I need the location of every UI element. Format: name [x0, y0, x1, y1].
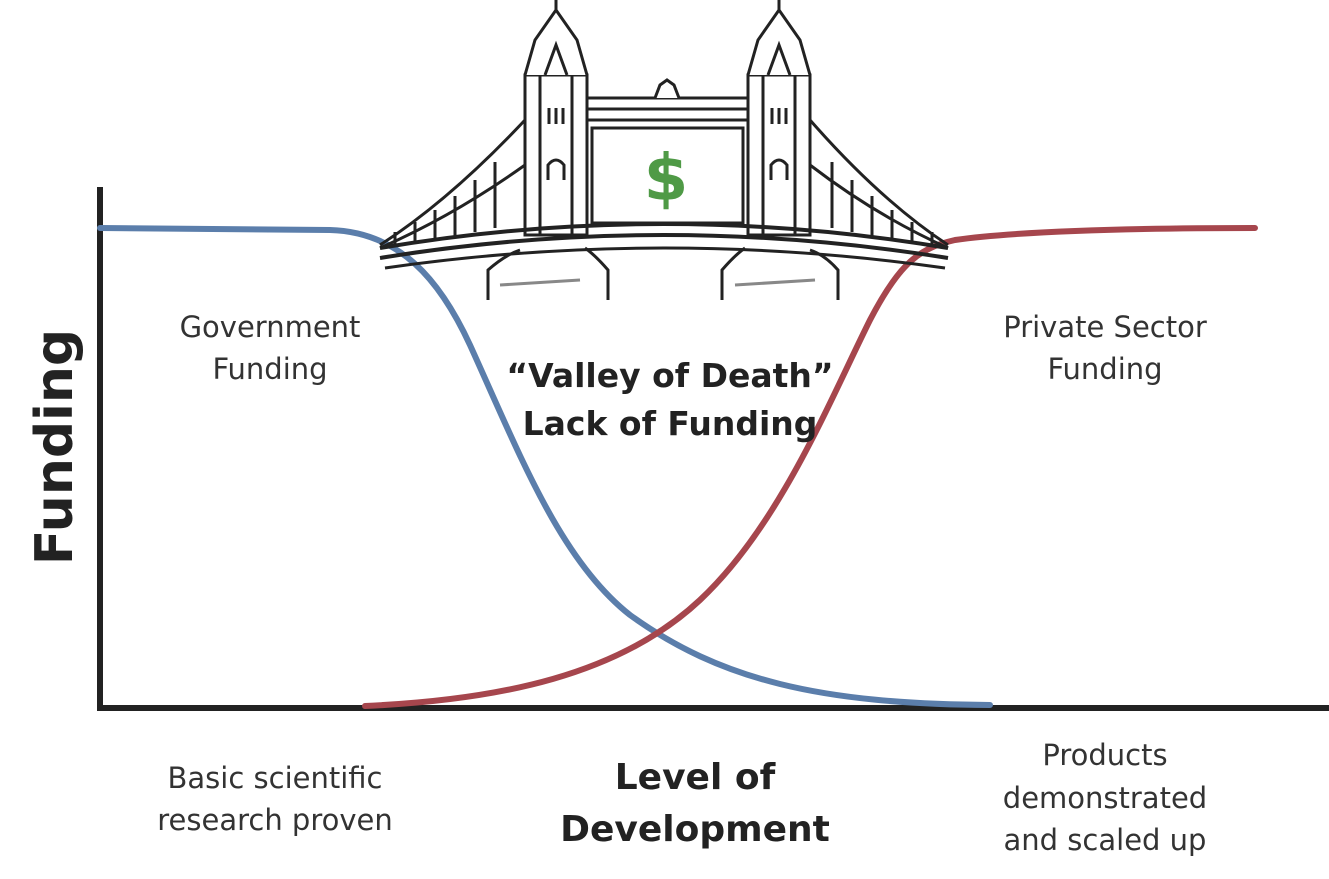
- private-funding-curve: [362, 225, 1258, 709]
- government-funding-label: Government Funding: [179, 310, 361, 387]
- private-funding-label: Private Sector Funding: [1003, 310, 1207, 387]
- government-funding-curve: [97, 225, 993, 708]
- bridge-icon: [379, 0, 949, 300]
- x-start-label: Basic scientific research proven: [157, 761, 393, 838]
- valley-of-death-label: “Valley of Death” Lack of Funding: [506, 356, 834, 443]
- y-axis-title: Funding: [25, 328, 85, 566]
- x-axis-title: Level of Development: [560, 757, 830, 851]
- x-end-label: Products demonstrated and scaled up: [1002, 738, 1208, 858]
- dollar-sign-icon: $: [644, 142, 689, 216]
